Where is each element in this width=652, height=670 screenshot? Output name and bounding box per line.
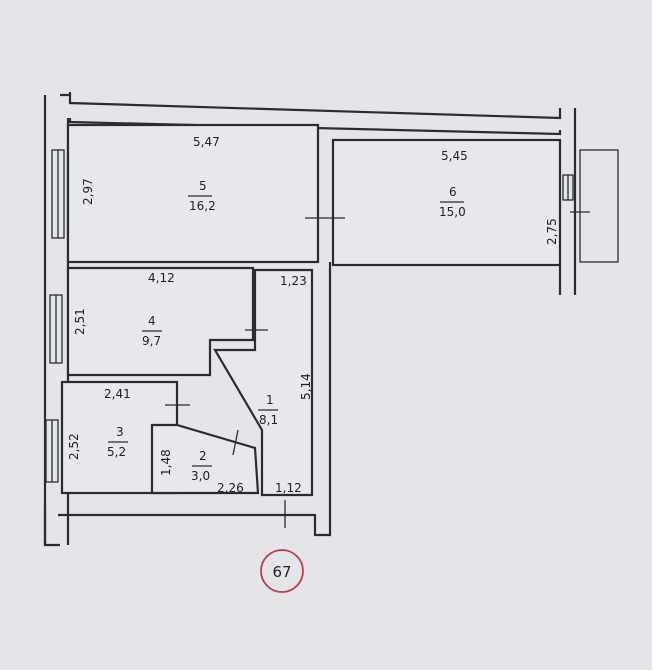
dim-room3-height: 2,52 <box>67 433 81 460</box>
dim-corridor-length: 5,14 <box>299 373 313 400</box>
doors <box>165 211 590 528</box>
dim-room5-width: 5,47 <box>193 135 220 149</box>
room-6-area: 15,0 <box>439 205 466 219</box>
room-5-number: 5 <box>199 179 207 193</box>
room-2-area: 3,0 <box>191 469 210 483</box>
dim-room3-width: 2,41 <box>104 387 131 401</box>
dim-room2-height: 1,48 <box>159 449 173 476</box>
room-2 <box>150 423 260 495</box>
dim-room2-width: 2,26 <box>217 481 244 495</box>
room-4-area: 9,7 <box>142 334 161 348</box>
plan-number: 67 <box>272 563 291 581</box>
dim-room4-width: 4,12 <box>148 271 175 285</box>
room-5 <box>66 123 320 264</box>
room-1-area: 8,1 <box>259 413 278 427</box>
plan-number-circle <box>260 549 304 593</box>
dim-room6-width: 5,45 <box>441 149 468 163</box>
dim-room5-height: 2,97 <box>81 178 95 205</box>
room-4 <box>66 266 255 377</box>
room-3-number: 3 <box>116 425 124 439</box>
dim-corridor-top: 1,23 <box>280 274 307 288</box>
room-2-number: 2 <box>199 449 207 463</box>
dim-room4-height: 2,51 <box>73 308 87 335</box>
room-1-number: 1 <box>266 393 274 407</box>
dim-room6-height: 2,75 <box>545 218 559 245</box>
room-1-corridor <box>213 268 314 497</box>
room-3-area: 5,2 <box>107 445 126 459</box>
dim-corridor-bottom: 1,12 <box>275 481 302 495</box>
room-4-number: 4 <box>148 314 156 328</box>
room-6-number: 6 <box>449 185 457 199</box>
room-5-area: 16,2 <box>189 199 216 213</box>
